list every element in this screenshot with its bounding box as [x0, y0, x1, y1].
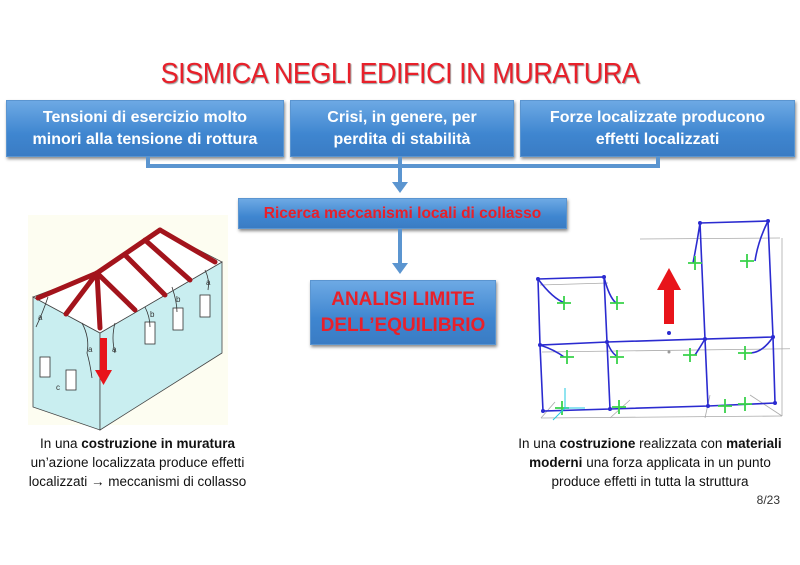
crack-label: a [112, 345, 117, 354]
hinge-markers [555, 254, 754, 415]
caption-bold: materiali [726, 436, 782, 451]
caption-text: In una [518, 436, 560, 451]
connector-line [656, 157, 660, 168]
box-line: effetti localizzati [595, 130, 720, 148]
crack-label: b [176, 295, 181, 304]
page-number: 8/23 [756, 493, 780, 507]
caption-text: realizzata con [635, 436, 727, 451]
force-arrow-up-icon [657, 268, 681, 324]
caption-text: produce effetti in tutta la struttura [551, 474, 749, 489]
connector-line [398, 229, 402, 265]
caption-text: una forza applicata in un punto [582, 455, 771, 470]
force-arrow-down-icon [95, 338, 112, 385]
box-forze: Forze localizzate producono effetti local… [520, 100, 795, 157]
box-crisi: Crisi, in genere, per perdita di stabilit… [290, 100, 514, 157]
caption-bold: costruzione [559, 436, 636, 451]
caption-bold: moderni [529, 455, 583, 470]
connector-line [398, 157, 402, 168]
left-caption: In una costruzione in muratura un’azione… [0, 434, 275, 491]
connector-line [146, 164, 660, 168]
box-line: ANALISI LIMITE [331, 288, 475, 310]
caption-bold: costruzione in muratura [81, 436, 236, 451]
box-line: perdita di stabilità [333, 130, 471, 148]
box-line: Crisi, in genere, per [327, 108, 477, 126]
connector-line [146, 157, 150, 168]
crack-label: a [88, 345, 93, 354]
box-analisi-limite: ANALISI LIMITE DELL’EQUILIBRIO [310, 280, 496, 345]
crack-label: b [150, 310, 155, 319]
box-tensioni: Tensioni di esercizio molto minori alla t… [6, 100, 284, 157]
right-caption: In una costruzione realizzata con materi… [495, 434, 800, 491]
masonry-house-illustration: a a a a b b c [28, 215, 228, 431]
box-line: Forze localizzate producono [549, 108, 766, 126]
crack-label: a [38, 313, 43, 322]
box-line: Tensioni di esercizio molto [42, 108, 248, 126]
caption-text: un’azione localizzata produce effetti [30, 455, 245, 470]
arrow-down-icon [392, 182, 408, 193]
box-line: minori alla tensione di rottura [32, 130, 258, 148]
box-ricerca: Ricerca meccanismi locali di collasso [238, 198, 567, 229]
crack-label: a [206, 278, 211, 287]
caption-text: localizzati → meccanismi di collasso [28, 474, 247, 489]
frame-structure-drawing [536, 219, 790, 421]
crack-label: c [56, 383, 60, 392]
axis-icon [552, 388, 585, 421]
box-line: DELL’EQUILIBRIO [320, 314, 486, 336]
slide-title: SISMICA NEGLI EDIFICI IN MURATURA [160, 58, 640, 90]
connector-line [398, 164, 402, 184]
caption-text: In una [39, 436, 82, 451]
arrow-down-icon [392, 263, 408, 274]
